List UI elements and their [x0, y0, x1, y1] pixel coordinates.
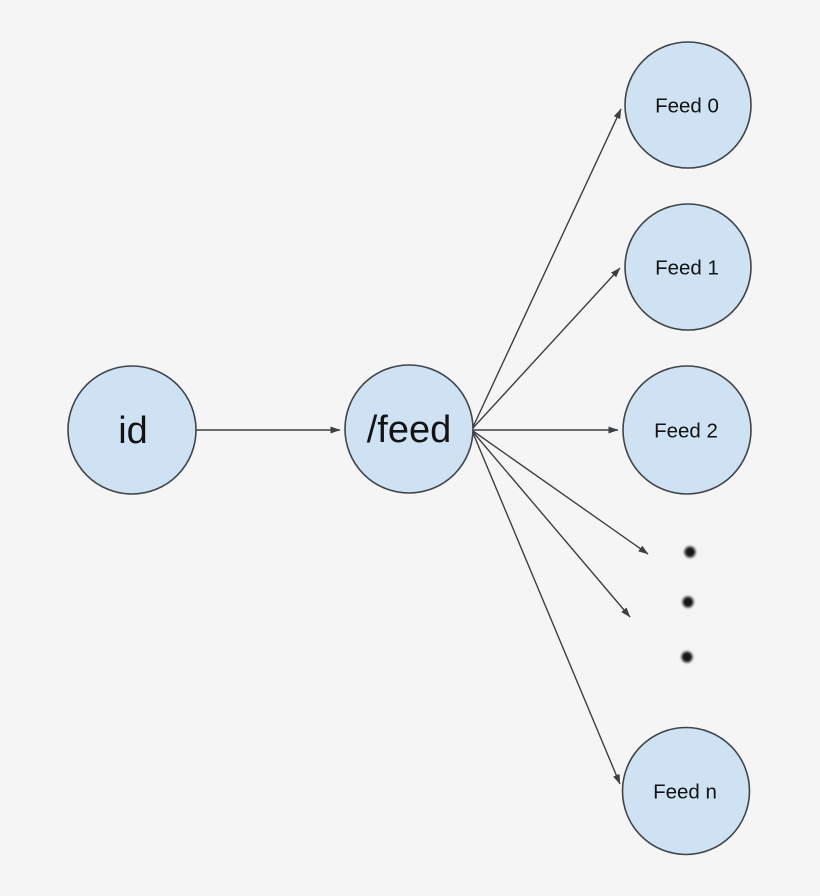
node-feed0-label: Feed 0	[655, 95, 719, 118]
node-feed: /feed	[344, 364, 474, 494]
node-feed0-circle	[624, 41, 752, 169]
edge-layer	[196, 108, 649, 785]
ellipsis-dot	[684, 546, 696, 558]
ellipsis-dot	[681, 651, 693, 663]
ellipsis-dot	[682, 596, 694, 608]
node-id-circle	[67, 365, 197, 495]
node-feed2-circle	[622, 365, 752, 495]
vertical-ellipsis	[681, 546, 696, 663]
node-feedn-label: Feed n	[653, 781, 717, 804]
node-feed-label: /feed	[367, 409, 452, 451]
edge-feed-to-ellipsis-lower	[472, 431, 631, 618]
node-feed1-label: Feed 1	[655, 257, 719, 280]
node-feedn: Feed n	[621, 726, 751, 856]
node-feed0: Feed 0	[624, 41, 752, 169]
node-feed-circle	[344, 364, 474, 494]
edge-feed-to-feed1	[472, 267, 621, 429]
edge-feed-to-feed0	[472, 108, 622, 428]
node-id: id	[67, 365, 197, 495]
node-feed2: Feed 2	[622, 365, 752, 495]
edge-feed-to-ellipsis-upper	[472, 430, 649, 555]
edge-feed-to-feedn	[472, 432, 621, 785]
node-feedn-circle	[621, 726, 751, 856]
node-feed2-label: Feed 2	[654, 420, 718, 443]
node-id-label: id	[118, 410, 148, 452]
node-feed1: Feed 1	[624, 203, 752, 331]
node-feed1-circle	[624, 203, 752, 331]
